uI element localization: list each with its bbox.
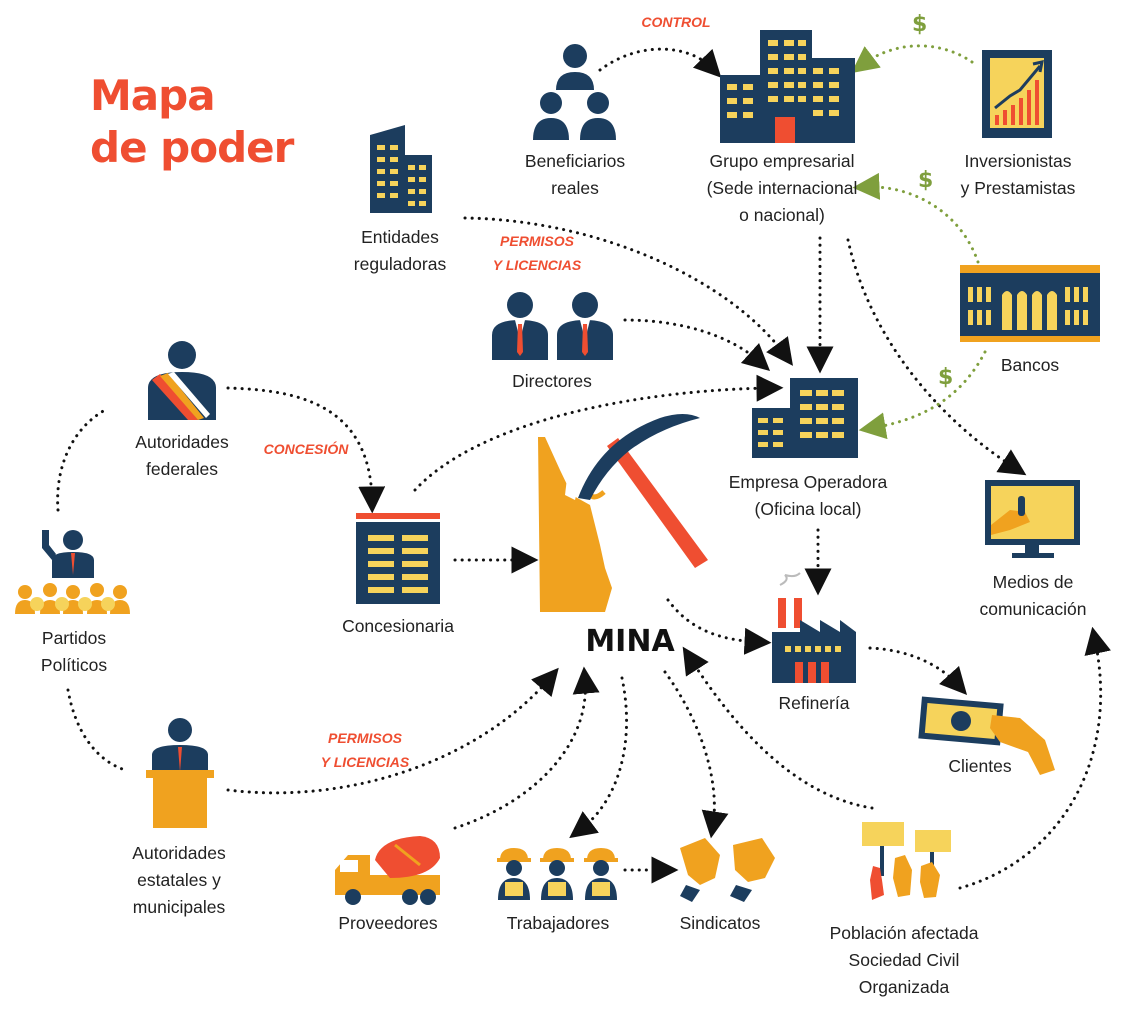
label-poblacion-line-1: Población afectada: [829, 923, 979, 943]
local-office-building-icon: [752, 378, 858, 458]
label-beneficiarios-line-2: reales: [551, 178, 599, 198]
label-sindicatos: Sindicatos: [680, 910, 761, 937]
supplier-truck-icon: [335, 836, 440, 905]
label-directores-line-1: Directores: [512, 371, 592, 391]
tag-permisos-bottom: PERMISOS Y LICENCIAS: [321, 726, 409, 774]
label-empresa-operadora-line-1: Empresa Operadora: [728, 472, 888, 492]
rising-chart-icon: [982, 50, 1052, 138]
client-payment-icon: [918, 696, 1055, 775]
political-parties-icon: [15, 530, 130, 614]
tag-concesion: CONCESIÓN: [263, 441, 349, 457]
map-title: Mapa de poder: [90, 70, 294, 174]
label-trabajadores: Trabajadores: [507, 910, 609, 937]
label-clientes-line-1: Clientes: [948, 756, 1012, 776]
label-autoridades-federales-line-1: Autoridades: [135, 432, 229, 452]
tag-control: CONTROL: [641, 14, 711, 30]
label-medios: Medios de comunicación: [980, 569, 1087, 623]
money-symbol-inversionistas: $: [912, 12, 928, 37]
label-proveedores: Proveedores: [338, 910, 437, 937]
label-inversionistas: Inversionistas y Prestamistas: [961, 148, 1076, 202]
workers-icon: [497, 848, 618, 900]
tag-permisos-top-line-2: Y LICENCIAS: [492, 257, 582, 273]
label-directores: Directores: [512, 368, 592, 395]
label-poblacion: Población afectada Sociedad Civil Organi…: [830, 920, 979, 1001]
label-autoridades-estatales: Autoridades estatales y municipales: [132, 840, 225, 921]
directors-icon: [492, 292, 613, 360]
protest-signs-icon: [862, 822, 951, 900]
label-bancos-line-1: Bancos: [1000, 355, 1060, 375]
money-symbol-bancos-operadora: $: [938, 365, 954, 390]
beneficiaries-icon: [533, 44, 616, 140]
media-monitor-icon: [985, 480, 1080, 558]
label-entidades-line-1: Entidades: [361, 227, 439, 247]
label-entidades-line-2: reguladoras: [353, 254, 447, 274]
money-symbol-bancos-grupo: $: [918, 168, 934, 193]
label-bancos: Bancos: [1001, 352, 1059, 379]
label-autoridades-estatales-line-1: Autoridades: [132, 843, 226, 863]
label-concesionaria: Concesionaria: [342, 613, 454, 640]
tag-permisos-bottom-line-1: PERMISOS: [328, 730, 402, 746]
tag-permisos-top: PERMISOS Y LICENCIAS: [493, 229, 581, 277]
label-concesionaria-line-1: Concesionaria: [342, 616, 454, 636]
label-partidos: Partidos Políticos: [41, 625, 107, 679]
label-partidos-line-2: Políticos: [40, 655, 108, 675]
label-refineria: Refinería: [778, 690, 849, 717]
label-grupo-line-1: Grupo empresarial: [709, 151, 855, 171]
concession-document-icon: [356, 513, 440, 604]
label-autoridades-estatales-line-2: estatales y: [137, 870, 221, 890]
mine-pickaxe-icon: [538, 414, 708, 612]
label-proveedores-line-1: Proveedores: [338, 913, 438, 933]
label-inversionistas-line-1: Inversionistas: [964, 151, 1072, 171]
label-autoridades-federales-line-2: federales: [146, 459, 218, 479]
connector-lines: [56, 47, 1111, 890]
federal-authority-icon: [148, 341, 216, 420]
label-inversionistas-line-2: y Prestamistas: [960, 178, 1076, 198]
label-empresa-operadora: Empresa Operadora (Oficina local): [729, 469, 888, 523]
tag-permisos-bottom-line-2: Y LICENCIAS: [320, 754, 410, 770]
label-trabajadores-line-1: Trabajadores: [506, 913, 610, 933]
label-poblacion-line-2: Sociedad Civil: [848, 950, 960, 970]
label-entidades: Entidades reguladoras: [354, 224, 446, 278]
title-line-2: de poder: [90, 123, 294, 172]
label-medios-line-2: comunicación: [979, 599, 1087, 619]
label-beneficiarios: Beneficiarios reales: [525, 148, 625, 202]
refinery-factory-icon: [772, 572, 856, 683]
tag-permisos-top-line-1: PERMISOS: [500, 233, 574, 249]
label-grupo-line-3: o nacional): [739, 205, 825, 225]
label-refineria-line-1: Refinería: [778, 693, 850, 713]
label-clientes: Clientes: [948, 753, 1011, 780]
money-flow-lines: [851, 44, 987, 440]
label-poblacion-line-3: Organizada: [858, 977, 950, 997]
label-sindicatos-line-1: Sindicatos: [679, 913, 761, 933]
label-autoridades-federales: Autoridades federales: [135, 429, 228, 483]
label-partidos-line-1: Partidos: [41, 628, 107, 648]
corporate-building-icon: [720, 30, 855, 143]
label-empresa-operadora-line-2: (Oficina local): [754, 499, 862, 519]
center-label-mina: MINA: [585, 624, 675, 659]
label-grupo-line-2: (Sede internacional: [706, 178, 858, 198]
union-fists-icon: [680, 838, 775, 902]
label-autoridades-estatales-line-3: municipales: [132, 897, 226, 917]
bank-icon: [960, 265, 1100, 342]
state-authority-podium-icon: [146, 718, 214, 828]
label-grupo-empresarial: Grupo empresarial (Sede internacional o …: [707, 148, 858, 229]
label-beneficiarios-line-1: Beneficiarios: [524, 151, 626, 171]
regulator-building-icon: [370, 125, 432, 213]
title-line-1: Mapa: [90, 71, 216, 120]
label-medios-line-1: Medios de: [992, 572, 1074, 592]
